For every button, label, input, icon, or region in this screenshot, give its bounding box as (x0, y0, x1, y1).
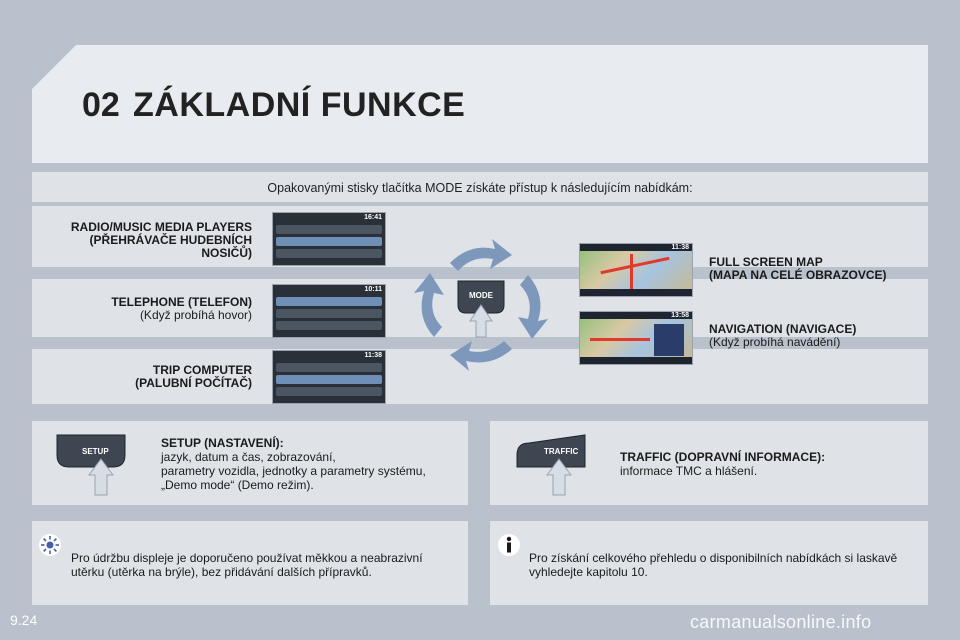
menu-telephone-label: TELEPHONE (TELEFON) (Když probíhá hovor) (111, 295, 252, 322)
mode-button-label: MODE (469, 291, 493, 300)
cycle-arrow-left (414, 273, 444, 337)
full-screen-map-image: 11:38 (579, 243, 693, 297)
mode-cycle-diagram (414, 239, 548, 371)
menu-trip-computer-label: TRIP COMPUTER (PALUBNÍ POČÍTAČ) (135, 363, 252, 390)
trip-computer-screen-image: 11:38 (272, 350, 386, 404)
mode-button-shape (457, 280, 505, 314)
setup-press-arrow-icon (88, 458, 114, 496)
info-icon (498, 534, 520, 556)
setup-button-label: SETUP (82, 447, 109, 456)
chapter-number: 02 (82, 86, 120, 124)
info-note-box (490, 521, 928, 605)
page-number: 9.24 (10, 612, 38, 628)
maintenance-note-box (32, 521, 468, 605)
radio-screen-image: 16:41 (272, 212, 386, 266)
chapter-header (32, 45, 928, 163)
navigation-screen-image: 13:58 (579, 311, 693, 365)
menu-radio-label: RADIO/MUSIC MEDIA PLAYERS (PŘEHRÁVAČE HU… (70, 220, 252, 260)
sun-tip-icon (39, 534, 61, 556)
cycle-arrow-bottom (450, 341, 512, 371)
watermark[interactable]: carmanualsonline.info (690, 612, 872, 632)
setup-button-image (56, 434, 126, 496)
telephone-screen-image: 10:11 (272, 284, 386, 338)
traffic-button-label: TRAFFIC (544, 447, 579, 456)
maintenance-note-text: Pro údržbu displeje je doporučeno použív… (71, 551, 423, 579)
chapter-title: ZÁKLADNÍ FUNKCE (133, 86, 466, 124)
cycle-arrow-right (518, 275, 548, 339)
press-arrow-icon (469, 304, 493, 338)
traffic-description: TRAFFIC (DOPRAVNÍ INFORMACE): informace … (620, 450, 826, 478)
intro-text: Opakovanými stisky tlačítka MODE získáte… (267, 181, 693, 195)
cycle-arrow-top (450, 239, 512, 271)
traffic-button-image (516, 434, 586, 496)
info-note-text: Pro získání celkového přehledu o disponi… (529, 551, 898, 579)
traffic-press-arrow-icon (546, 458, 572, 496)
menu-full-map-label: FULL SCREEN MAP (MAPA NA CELÉ OBRAZOVCE) (709, 255, 887, 282)
setup-description: SETUP (NASTAVENÍ): jazyk, datum a čas, z… (161, 436, 426, 492)
menu-navigation-label: NAVIGATION (NAVIGACE) (Když probíhá navá… (709, 322, 857, 349)
